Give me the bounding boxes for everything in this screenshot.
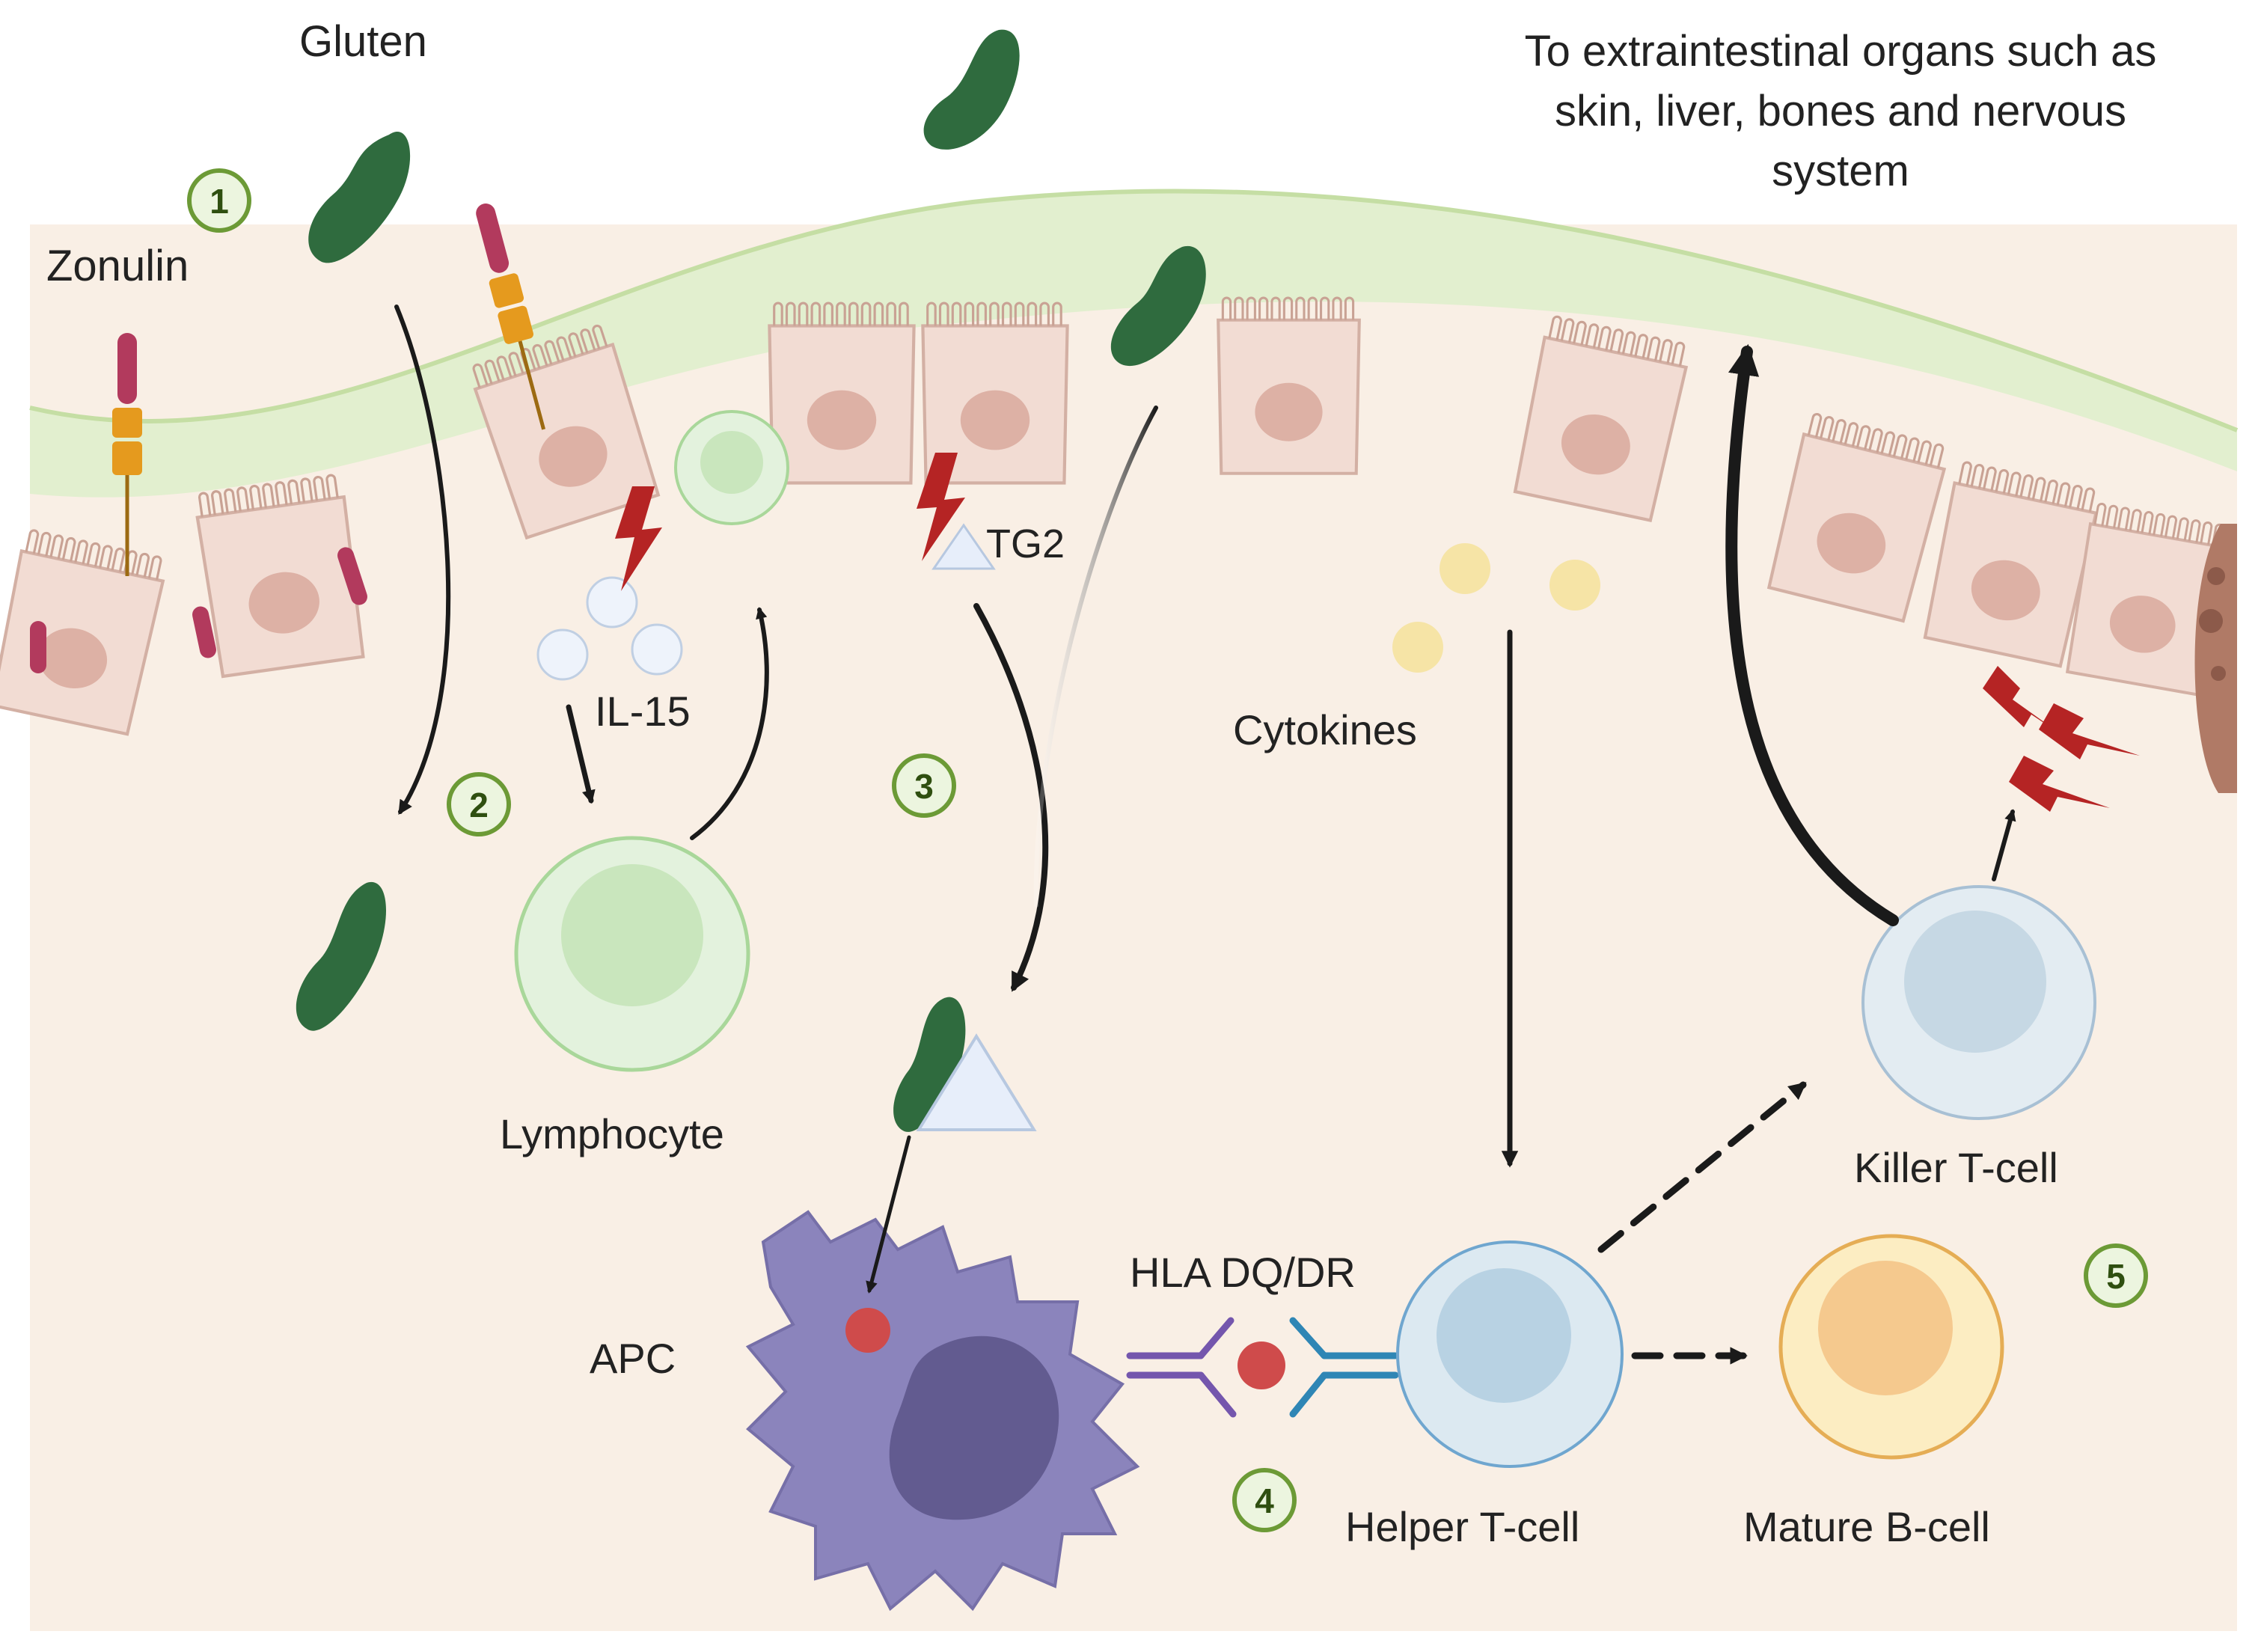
step-number-1: 1 [209, 182, 229, 221]
label-lymphocyte: Lymphocyte [500, 1110, 724, 1157]
gluten-fragment-5 [893, 997, 966, 1132]
gluten-fragments [296, 29, 1206, 1132]
label-helper-t-cell: Helper T-cell [1345, 1503, 1579, 1550]
arrow-complex-to-apc [866, 1135, 911, 1294]
label-tg2: TG2 [986, 521, 1065, 566]
tg2-gluten-complex [916, 1033, 1037, 1131]
label-hla: HLA DQ/DR [1130, 1249, 1356, 1296]
label-mature-b-cell: Mature B-cell [1743, 1503, 1990, 1550]
mucus-layer [30, 191, 2237, 498]
gluten-fragment-3 [1110, 245, 1206, 367]
arrow-to-extraintestinal [1725, 343, 1899, 926]
hla-receptor-apc [1126, 1317, 1237, 1418]
label-zonulin: Zonulin [46, 242, 189, 290]
tg2-enzyme [931, 523, 996, 570]
apc-cell [745, 1210, 1140, 1612]
lightning-bolt-5 [2009, 756, 2110, 812]
label-killer-t-cell: Killer T-cell [1854, 1144, 2058, 1191]
arrow-gluten-transcellular [1033, 406, 1158, 908]
arrow-helper-to-killer [1597, 1081, 1807, 1253]
gluten-fragment-2 [923, 29, 1020, 150]
step-number-3: 3 [914, 767, 934, 806]
mucus-layer-edge [29, 189, 2239, 432]
arrow-gluten-paracellular [394, 305, 451, 816]
label-apc: APC [590, 1335, 676, 1382]
enterocyte-4 [769, 303, 914, 483]
tight-junctions [30, 547, 367, 673]
zonulin-receptor-2 [476, 204, 546, 430]
lightning-bolt-3 [1983, 666, 2065, 737]
arrow-il15-to-lymphocyte [566, 704, 596, 804]
killer-t-cell [1861, 885, 2096, 1120]
arrow-lymphocyte-to-iel [690, 607, 769, 840]
step-marker-3: 3 [892, 753, 956, 818]
tcr-receptor [1289, 1317, 1399, 1418]
arrow-killer-to-epithelium [1992, 809, 2016, 881]
gluten-fragment-4 [296, 881, 387, 1031]
helper-t-cell [1396, 1240, 1624, 1468]
step-number-4: 4 [1255, 1481, 1274, 1520]
label-extraintestinal: To extraintestinal organs such as skin, … [1525, 27, 2157, 195]
label-extraintestinal-line-3: system [1772, 147, 1909, 195]
mature-b-cell [1778, 1234, 2004, 1460]
step-number-5: 5 [2106, 1257, 2126, 1296]
step-markers: 1 2 3 4 5 [187, 168, 2148, 1532]
label-cytokines: Cytokines [1233, 706, 1417, 753]
enterocyte-6 [1218, 298, 1359, 474]
lymphocyte-cell [514, 836, 750, 1072]
lightning-bolt-4 [2039, 703, 2140, 759]
step-marker-2: 2 [447, 772, 511, 836]
process-arrows [394, 305, 2016, 1365]
lightning-bolt-1 [615, 486, 662, 591]
antigen-peptide [1237, 1342, 1285, 1389]
zonulin-receptor-1 [112, 333, 142, 576]
damage-lightning [615, 453, 2140, 812]
cytokine-molecules [1392, 543, 1600, 673]
label-il15: IL-15 [595, 688, 691, 735]
step-marker-4: 4 [1232, 1468, 1297, 1532]
step-marker-1: 1 [187, 168, 251, 233]
step-number-2: 2 [469, 786, 489, 825]
damaged-cell [2194, 524, 2237, 793]
gluten-fragment-1 [308, 132, 411, 263]
intraepithelial-lymphocyte [674, 410, 789, 525]
lightning-bolt-2 [917, 453, 965, 561]
label-gluten: Gluten [299, 17, 427, 66]
step-marker-5: 5 [2084, 1243, 2148, 1308]
label-extraintestinal-line-2: skin, liver, bones and nervous [1555, 87, 2126, 135]
il15-molecules [536, 576, 683, 681]
label-extraintestinal-line-1: To extraintestinal organs such as [1525, 27, 2157, 76]
